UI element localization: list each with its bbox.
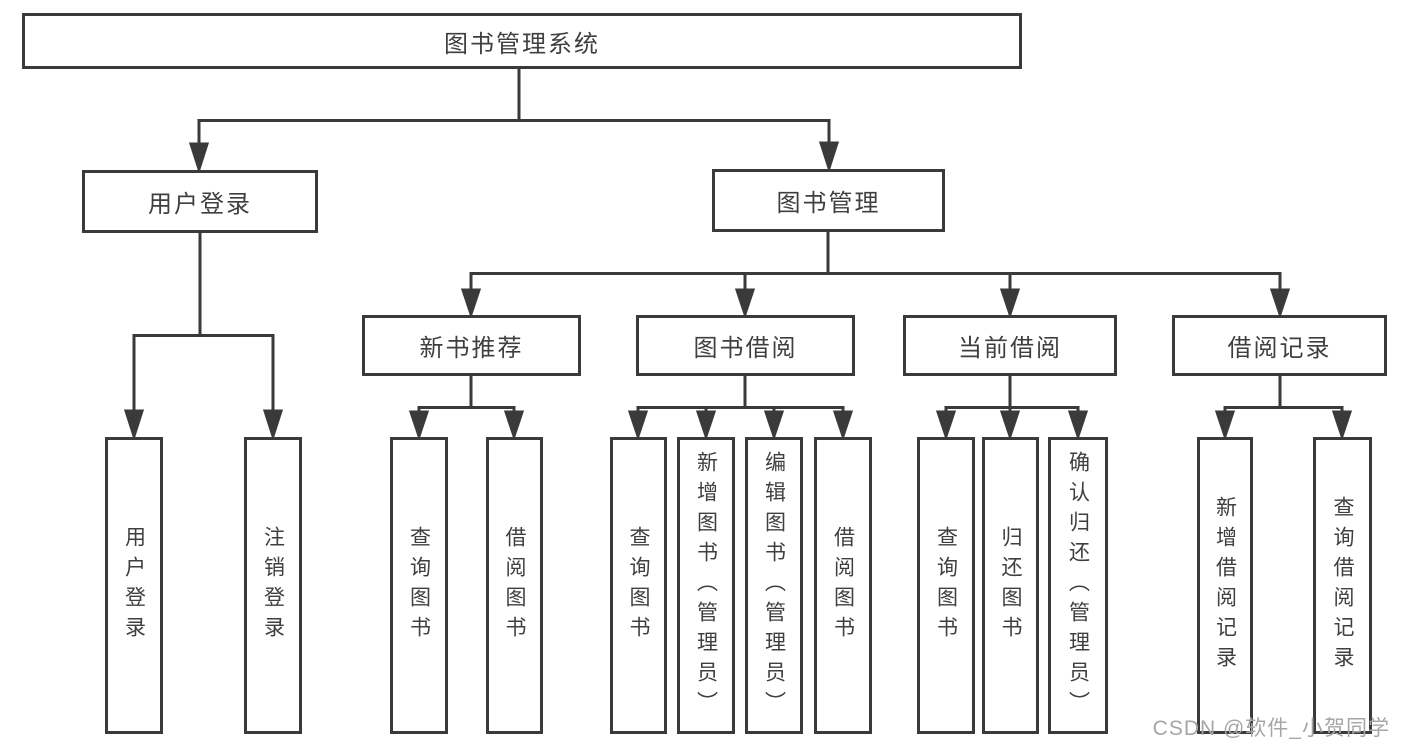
leaf-add-book-admin: 新增图书（管理员） <box>677 437 735 734</box>
node-borrow-records-label: 借阅记录 <box>1227 335 1332 362</box>
leaf-user-login: 用户登录 <box>105 437 163 734</box>
leaf-query-book-borrow-label: 查询图书 <box>627 525 650 646</box>
leaf-query-book-current-label: 查询图书 <box>934 525 958 646</box>
leaf-confirm-return-admin: 确认归还（管理员） <box>1048 437 1108 734</box>
leaf-borrow-book-label: 借阅图书 <box>831 525 855 646</box>
node-book-management: 图书管理 <box>712 169 945 232</box>
leaf-edit-book-admin: 编辑图书（管理员） <box>745 437 803 734</box>
node-user-login-label: 用户登录 <box>148 191 252 218</box>
node-new-book-recommend-label: 新书推荐 <box>419 335 524 362</box>
node-borrow-records: 借阅记录 <box>1172 315 1387 376</box>
leaf-add-borrow-record: 新增借阅记录 <box>1197 437 1253 734</box>
node-library-system-label: 图书管理系统 <box>444 30 600 58</box>
leaf-logout: 注销登录 <box>244 437 302 734</box>
leaf-query-book-borrow: 查询图书 <box>610 437 667 734</box>
node-current-borrow: 当前借阅 <box>903 315 1117 376</box>
leaf-add-borrow-record-label: 新增借阅记录 <box>1213 495 1237 676</box>
leaf-query-book-recommend: 查询图书 <box>390 437 448 734</box>
leaf-borrow-book-recommend-label: 借阅图书 <box>503 525 526 646</box>
leaf-query-borrow-record-label: 查询借阅记录 <box>1331 495 1354 676</box>
leaf-logout-label: 注销登录 <box>261 525 285 646</box>
node-current-borrow-label: 当前借阅 <box>958 335 1062 362</box>
leaf-edit-book-admin-label: 编辑图书（管理员） <box>762 450 786 721</box>
watermark: CSDN @软件_小贺同学 <box>1152 717 1390 740</box>
leaf-add-book-admin-label: 新增图书（管理员） <box>694 450 718 721</box>
leaf-query-borrow-record: 查询借阅记录 <box>1313 437 1372 734</box>
leaf-return-book: 归还图书 <box>982 437 1039 734</box>
node-book-borrow-label: 图书借阅 <box>693 335 798 362</box>
leaf-borrow-book-recommend: 借阅图书 <box>486 437 543 734</box>
leaf-borrow-book: 借阅图书 <box>814 437 872 734</box>
node-book-management-label: 图书管理 <box>776 190 881 217</box>
leaf-query-book-recommend-label: 查询图书 <box>407 525 431 646</box>
leaf-query-book-current: 查询图书 <box>917 437 975 734</box>
node-user-login: 用户登录 <box>82 170 318 233</box>
node-book-borrow: 图书借阅 <box>636 315 855 376</box>
leaf-return-book-label: 归还图书 <box>999 525 1022 646</box>
node-library-system: 图书管理系统 <box>22 13 1022 69</box>
node-new-book-recommend: 新书推荐 <box>362 315 581 376</box>
leaf-confirm-return-admin-label: 确认归还（管理员） <box>1066 450 1090 721</box>
leaf-user-login-label: 用户登录 <box>122 525 146 646</box>
